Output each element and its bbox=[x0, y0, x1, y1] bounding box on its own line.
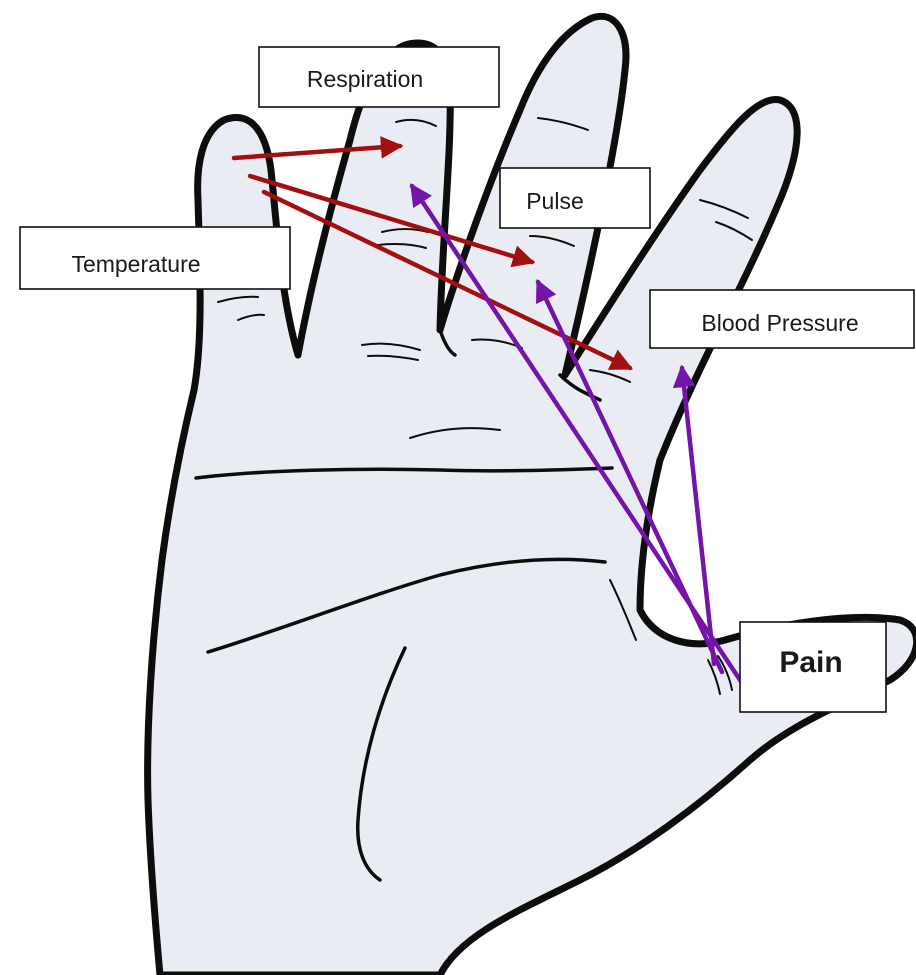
label-pulse-text: Pulse bbox=[526, 188, 584, 214]
label-respiration: Respiration bbox=[259, 47, 499, 107]
label-respiration-text: Respiration bbox=[307, 66, 423, 92]
label-temperature-text: Temperature bbox=[71, 251, 200, 277]
label-pain: Pain bbox=[740, 622, 886, 712]
label-pulse: Pulse bbox=[500, 168, 650, 228]
hand-illustration bbox=[148, 16, 916, 975]
hand-silhouette bbox=[148, 16, 916, 975]
label-temperature: Temperature bbox=[20, 227, 290, 289]
label-blood-pressure-text: Blood Pressure bbox=[701, 310, 858, 336]
label-pain-text: Pain bbox=[779, 646, 842, 679]
label-blood-pressure: Blood Pressure bbox=[650, 290, 914, 348]
